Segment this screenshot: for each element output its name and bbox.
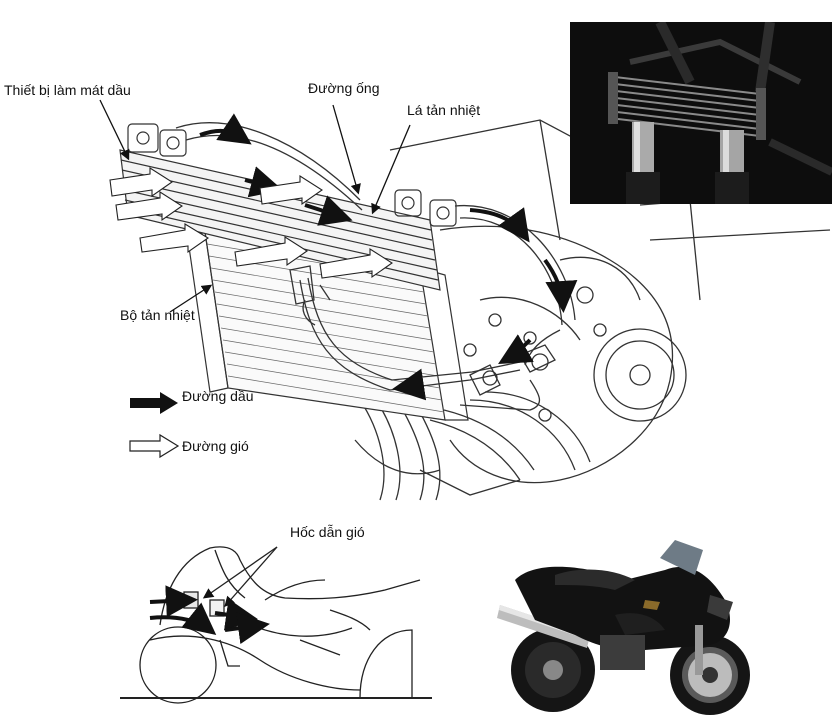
oil-cooler-photo [570,22,832,204]
leader-lines [99,99,411,313]
air-flow-arrows [109,166,393,279]
motorcycle-photo [495,540,765,718]
bike-side-view [120,546,432,704]
radiator [187,231,469,421]
legend-air-label: Đường gió [182,438,249,454]
legend-air-arrow [129,433,180,459]
bike-air-arrows [149,585,270,645]
fin-label: Lá tản nhiệt [407,102,481,118]
pipe-label: Đường ống [308,80,380,96]
radiator-label: Bộ tản nhiệt [120,307,195,323]
air-duct-label: Hốc dẫn gió [290,524,365,540]
legend-oil-label: Đường dầu [182,388,254,404]
legend-oil-arrow [130,392,178,414]
oil-flow-arrows [199,113,578,401]
oil-cooler-label: Thiết bị làm mát dầu [4,82,131,98]
